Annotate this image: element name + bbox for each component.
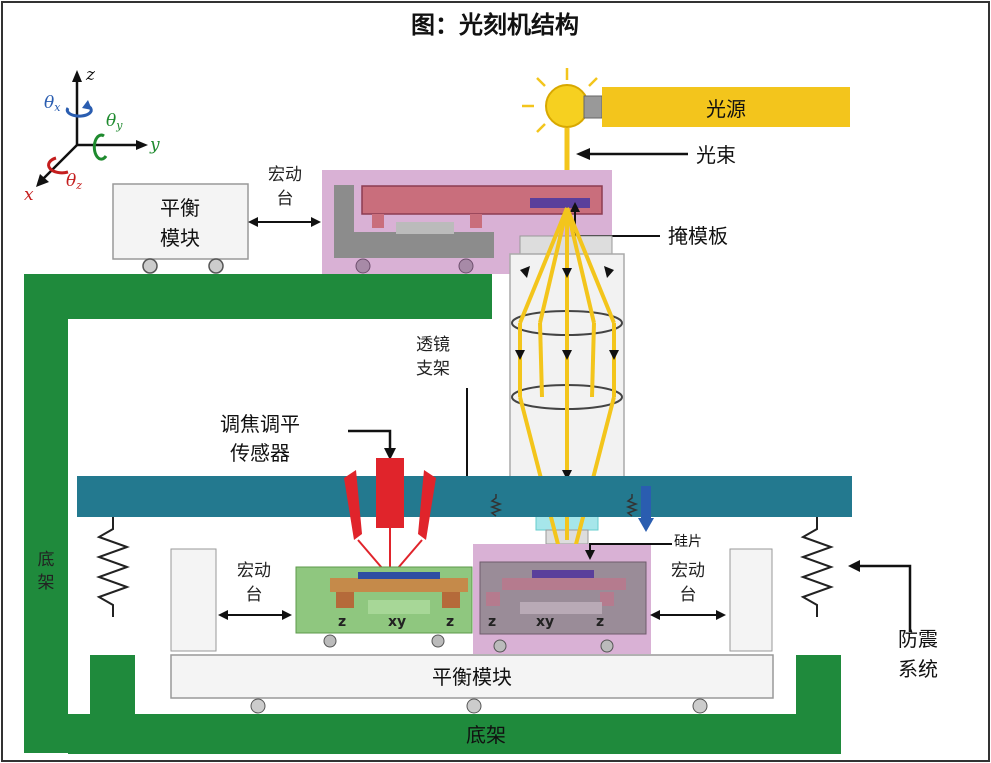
left-macro-label-2: 台 [246,585,263,605]
focus-sensor-pointer [348,429,392,452]
wafer-label: 硅片 [674,534,702,550]
right-stage-xy: xy [536,614,554,630]
spring-right [800,517,834,617]
focus-sensor [344,458,436,576]
light-source-label: 光源 [706,97,746,121]
right-stage-z1: z [488,614,496,630]
left-macro-label-1: 宏动 [237,561,271,581]
frame-top-beam [24,274,492,319]
top-balance-label-2: 模块 [160,226,200,250]
axis-y-label: y [149,135,160,155]
theta-z-label: θz [66,171,82,192]
frame-left-label-1: 底 [38,550,55,570]
bulb-socket [583,95,603,119]
right-macro-label-2: 台 [680,585,697,605]
theta-y-label: θy [106,111,123,132]
top-macro-label-2: 台 [277,189,294,209]
top-balance-label-1: 平衡 [160,196,200,220]
right-counter-block [729,548,773,652]
theta-x-label: θx [44,93,61,114]
spring-foot-left [90,655,135,715]
anti-vibration-pointer [856,564,912,632]
left-stage-z1: z [338,614,346,630]
left-wafer-stage: z xy z [295,566,473,648]
light-source-bar [602,87,850,127]
spring-left [96,517,130,617]
bottom-balance-label: 平衡模块 [432,665,512,689]
axis-z-label: z [85,65,96,85]
focus-sensor-label-1: 调焦调平 [220,412,300,436]
coordinate-axes: z y x θx θy θz [24,65,160,205]
focus-sensor-label-2: 传感器 [230,441,290,465]
metrology-frame [77,476,852,517]
frame-bottom-beam [68,714,841,754]
rotation-x-arrow [47,156,69,175]
left-stage-z2: z [446,614,454,630]
beam-label: 光束 [696,143,736,167]
interferometer-probe [641,486,651,518]
right-wafer-stage: z xy z [473,544,651,654]
rotation-y-arrow [92,133,108,161]
right-macro-label-1: 宏动 [671,561,705,581]
axis-x-label: x [24,185,34,205]
diagram-title: 图：光刻机结构 [411,11,579,39]
bulb-icon [545,84,589,128]
anti-vibration-label-2: 系统 [898,657,938,681]
mask-label: 掩模板 [668,224,728,248]
right-stage-z2: z [596,614,604,630]
lens-holder-label-1: 透镜 [416,335,450,355]
left-stage-xy: xy [388,614,406,630]
top-balance-block: 平衡 模块 [112,183,249,274]
frame-left-label-2: 架 [38,573,55,593]
anti-vibration-label-1: 防震 [898,627,938,651]
lens-spring-right [625,494,639,517]
frame-bottom-label: 底架 [466,723,506,747]
top-macro-label-1: 宏动 [268,165,302,185]
left-counter-block [170,548,217,652]
lens-spring-left [489,494,503,517]
spring-foot-right [796,655,841,715]
frame-left-leg [24,319,68,753]
bottom-balance-block [170,654,774,699]
light-source: 光源 [522,68,850,133]
lens-holder-label-2: 支架 [416,359,450,379]
